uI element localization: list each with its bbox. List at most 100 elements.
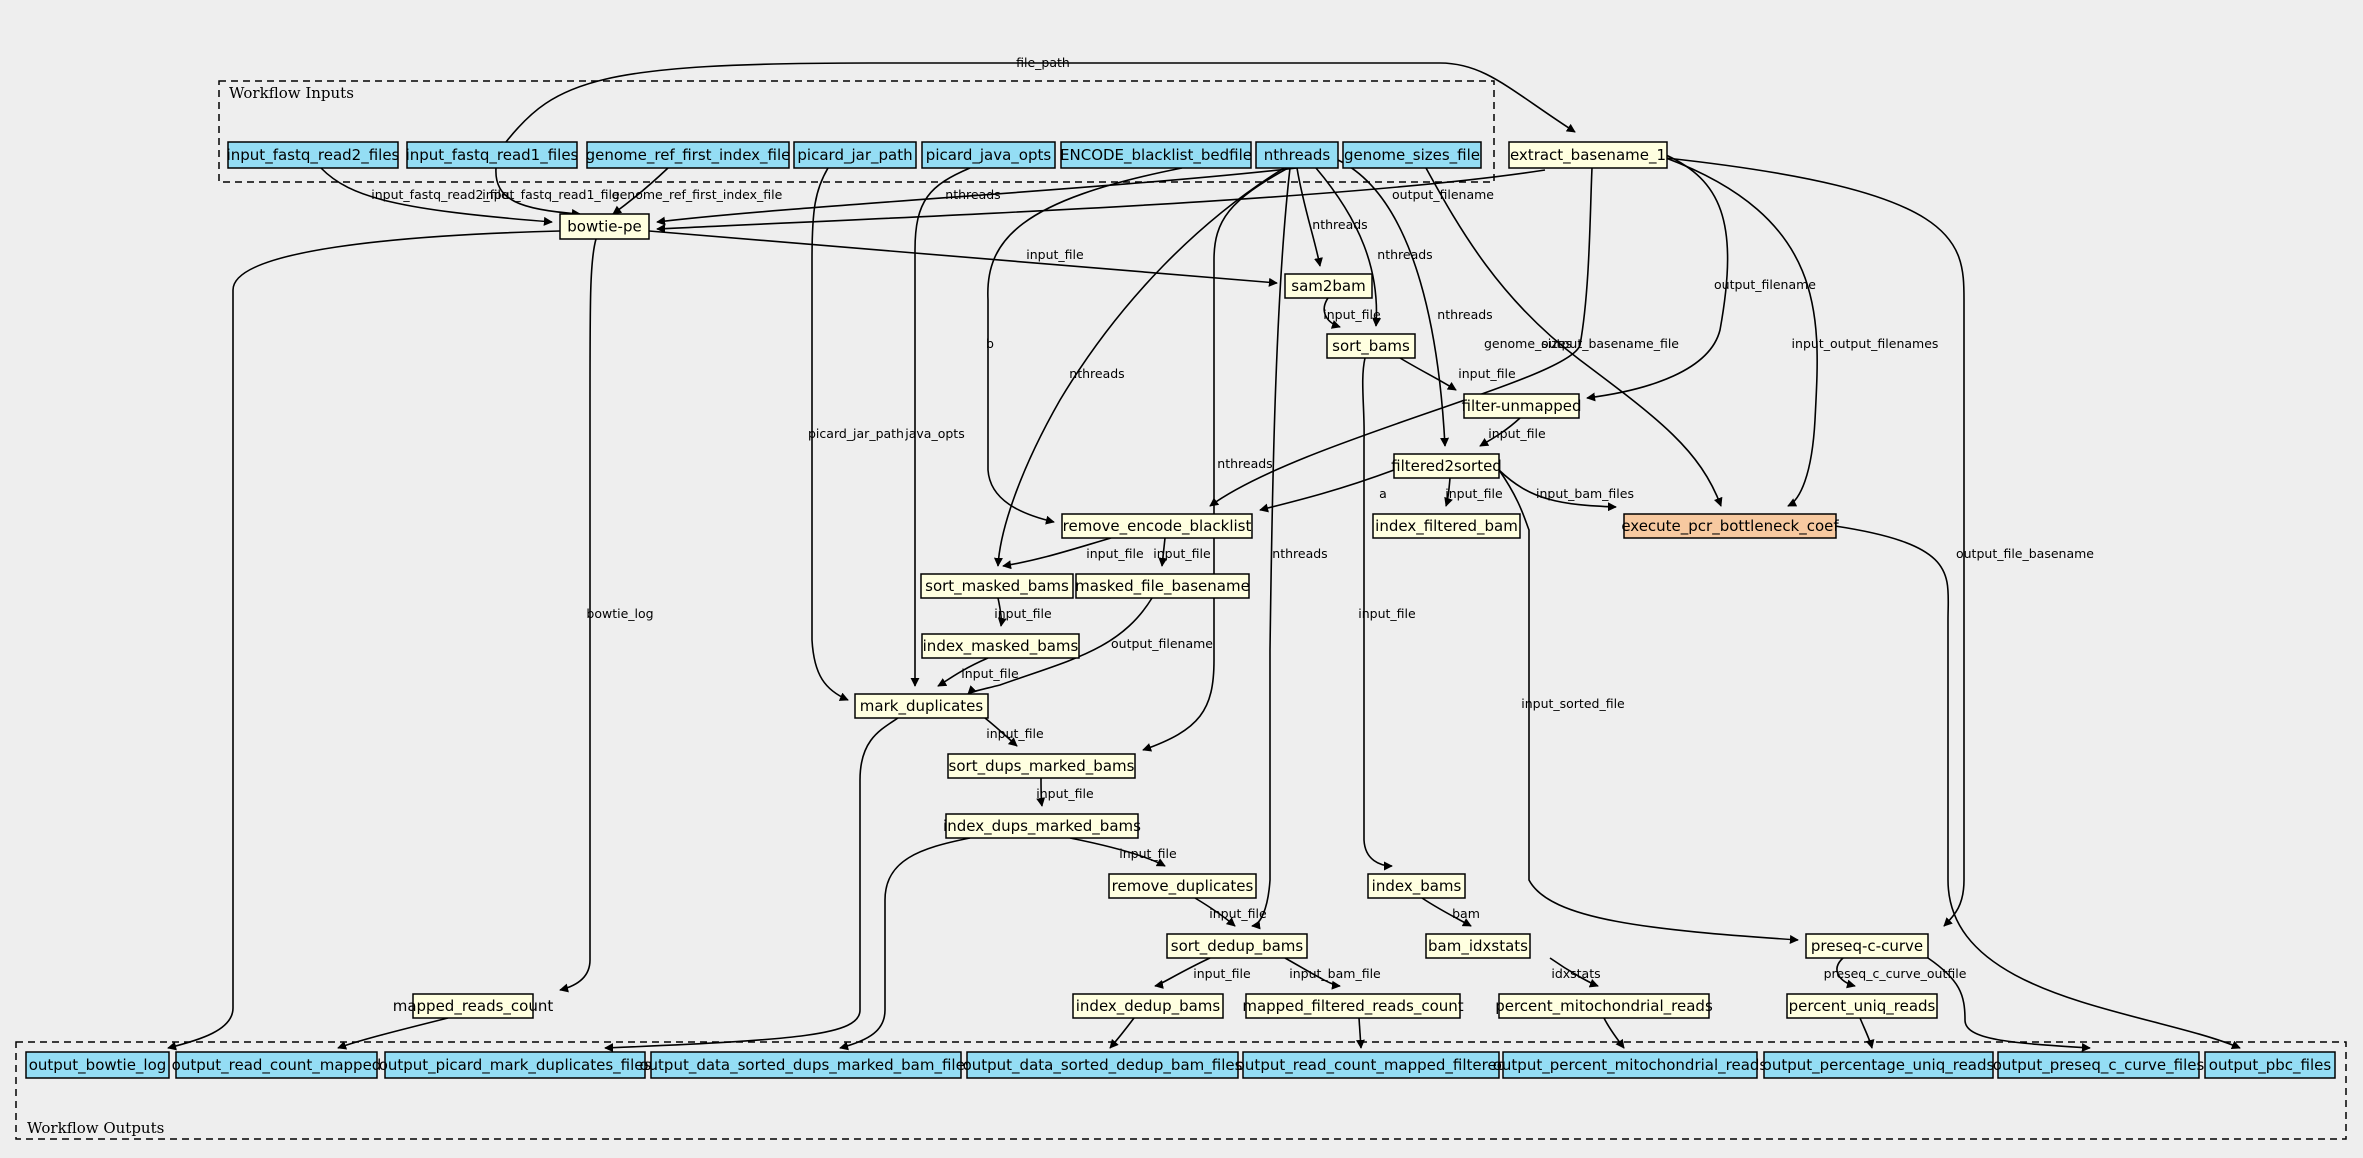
node-percent-mito[interactable]: percent_mitochondrial_reads (1495, 993, 1713, 1019)
node-out-sorted-dups[interactable]: output_data_sorted_dups_marked_bam_files (639, 1051, 973, 1079)
node-box (1242, 1051, 1500, 1079)
node-sam2bam[interactable]: sam2bam (1284, 273, 1373, 299)
edge-label-nthreads_sam2bam: nthreads (1312, 217, 1367, 232)
edge-java_opts (910, 167, 971, 687)
node-percent-uniq[interactable]: percent_uniq_reads (1786, 993, 1938, 1019)
node-box (586, 141, 790, 169)
edge-label-input_file_filter: input_file (1458, 366, 1516, 381)
edge-line (984, 717, 1018, 747)
node-in-picard-jar[interactable]: picard_jar_path (793, 141, 917, 169)
node-out-picard-dups[interactable]: output_picard_mark_duplicates_files (379, 1051, 652, 1079)
node-extract-basename[interactable]: extract_basename_1 (1508, 141, 1668, 169)
node-box (2204, 1051, 2336, 1079)
edge-input_bam_files (1498, 469, 1617, 512)
edge-label-input_file_indexdedup: input_file (1193, 966, 1251, 981)
node-index-masked-bams[interactable]: index_masked_bams (921, 633, 1080, 659)
edge-line (811, 167, 849, 701)
node-label: remove_encode_blacklist (1063, 517, 1252, 536)
node-in-blacklist[interactable]: ENCODE_blacklist_bedfile (1060, 141, 1252, 169)
edge-line (1603, 1017, 1625, 1049)
node-bam-idxstats[interactable]: bam_idxstats (1425, 933, 1531, 959)
edge-label-genome_sizes: genome_sizes (1484, 336, 1572, 351)
edge-nthreads_sam2bam (1296, 167, 1323, 267)
edge-fastq2 (320, 167, 553, 226)
node-remove-blacklist[interactable]: remove_encode_blacklist (1061, 513, 1253, 539)
edge-line (1142, 167, 1289, 752)
edge-label-bam: bam (1452, 906, 1480, 921)
node-index-filtered-bam[interactable]: index_filtered_bam (1372, 513, 1521, 539)
node-preseq[interactable]: preseq-c-curve (1805, 933, 1929, 959)
node-box (650, 1051, 962, 1079)
node-in-genome-sizes[interactable]: genome_sizes_file (1342, 141, 1482, 169)
node-in-fastq2[interactable]: input_fastq_read2_files (227, 141, 400, 169)
edge-label-idxstats: idxstats (1551, 966, 1600, 981)
node-out-bowtie-log[interactable]: output_bowtie_log (25, 1051, 170, 1079)
node-sort-masked-bams[interactable]: sort_masked_bams (920, 573, 1074, 599)
edge-label-output_file_basename: output_file_basename (1956, 546, 2094, 561)
edge-output_filename_mark (967, 597, 1153, 695)
edge-line (1421, 897, 1472, 927)
node-in-nthreads[interactable]: nthreads (1255, 141, 1339, 169)
node-sort-dedup-bams[interactable]: sort_dedup_bams (1166, 933, 1308, 959)
node-box (1061, 513, 1253, 539)
edge-label-input_bam_file: input_bam_file (1289, 966, 1381, 981)
node-out-read-count-mapped[interactable]: output_read_count_mapped (172, 1051, 382, 1079)
node-box (921, 633, 1080, 659)
node-box (854, 693, 989, 719)
edge-input_output_filenames (1665, 157, 1818, 507)
edge-line (1315, 167, 1382, 327)
node-out-pct-uniq[interactable]: output_percentage_uniq_reads (1763, 1051, 1995, 1079)
edge-input_file_sortmasked (1002, 537, 1112, 570)
node-filtered2sorted[interactable]: filtered2sorted (1391, 453, 1502, 479)
node-mapped-reads-count[interactable]: mapped_reads_count (393, 993, 554, 1019)
node-masked-file-basename[interactable]: masked_file_basename (1075, 573, 1250, 599)
node-box (1997, 1051, 2200, 1079)
node-sort-bams[interactable]: sort_bams (1326, 333, 1416, 359)
node-label: ENCODE_blacklist_bedfile (1060, 146, 1252, 165)
edge-nthreads_dedup (1251, 167, 1291, 930)
node-box (412, 993, 534, 1019)
node-filter-unmapped[interactable]: filter-unmapped (1462, 393, 1582, 419)
node-label: bam_idxstats (1428, 937, 1528, 956)
node-remove-duplicates[interactable]: remove_duplicates (1108, 873, 1257, 899)
node-execute-pcr[interactable]: execute_pcr_bottleneck_coef (1621, 513, 1839, 539)
edge-file_path (505, 62, 1576, 143)
node-sort-dups-marked[interactable]: sort_dups_marked_bams (947, 753, 1136, 779)
node-out-percent-mito[interactable]: output_percent_mitochondrial_reads (1493, 1051, 1768, 1079)
edge-line (1836, 957, 1856, 989)
node-box (1060, 141, 1252, 169)
node-index-bams[interactable]: index_bams (1367, 873, 1466, 899)
edge-output-53 (1834, 525, 2241, 1050)
edge-bam (1421, 897, 1472, 927)
edge-nthreads_dups (1142, 167, 1289, 752)
edge-line (1109, 1017, 1135, 1049)
node-out-sorted-dedup[interactable]: output_data_sorted_dedup_bam_files (963, 1051, 1243, 1079)
edge-label-fastq1: input_fastq_read1_file (482, 187, 620, 202)
node-box (175, 1051, 378, 1079)
node-in-genome-ref[interactable]: genome_ref_first_index_file (586, 141, 791, 169)
edge-line (1361, 357, 1393, 871)
edge-line (1479, 417, 1521, 447)
node-index-dedup-bams[interactable]: index_dedup_bams (1072, 993, 1224, 1019)
edge-line (910, 167, 971, 687)
edge-line (1665, 157, 1818, 507)
node-label: mapped_filtered_reads_count (1242, 997, 1463, 1016)
edge-label-output_filename_mark: output_filename (1111, 636, 1213, 651)
node-label: genome_ref_first_index_file (586, 146, 791, 165)
edge-input_file_maskedbase (1158, 537, 1168, 567)
node-mapped-filtered-count[interactable]: mapped_filtered_reads_count (1242, 993, 1464, 1019)
node-mark-duplicates[interactable]: mark_duplicates (854, 693, 989, 719)
node-in-fastq1[interactable]: input_fastq_read1_files (406, 141, 579, 169)
node-index-dups-marked[interactable]: index_dups_marked_bams (943, 813, 1141, 839)
node-out-pbc[interactable]: output_pbc_files (2204, 1051, 2336, 1079)
node-bowtie[interactable]: bowtie-pe (559, 213, 650, 240)
edge-label-output_filename_filter: output_filename (1714, 277, 1816, 292)
node-label: index_bams (1372, 877, 1462, 896)
edge-line (1425, 167, 1723, 507)
edge-input_file_sortdedup (1194, 897, 1236, 927)
node-out-count-filtered[interactable]: output_read_count_mapped_filtered (1236, 1051, 1506, 1079)
edge-line (1284, 957, 1341, 990)
node-box (1255, 141, 1339, 169)
node-in-picard-opts[interactable]: picard_java_opts (921, 141, 1056, 169)
node-out-preseq[interactable]: output_preseq_c_curve_files (1993, 1051, 2205, 1079)
